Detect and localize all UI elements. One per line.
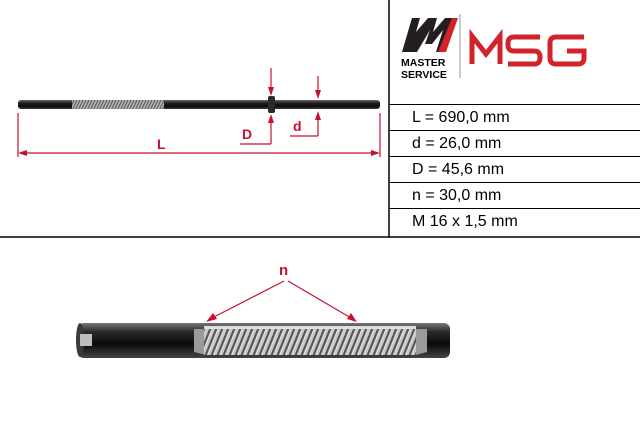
spec-row-d: d = 26,0 mm: [390, 131, 640, 157]
msg-wordmark-icon: [469, 28, 587, 67]
master-service-logo-icon: [402, 18, 458, 52]
label-L: L: [157, 136, 166, 152]
spec-table: L = 690,0 mm d = 26,0 mm D = 45,6 mm n =…: [390, 104, 640, 235]
spec-row-L: L = 690,0 mm: [390, 105, 640, 131]
pointer-n: [206, 280, 357, 322]
dimension-D: [240, 68, 274, 145]
spec-row-thread: M 16 x 1,5 mm: [412, 213, 518, 230]
rack-rod-overview: [18, 96, 380, 113]
label-D: D: [242, 126, 252, 142]
brand-line-1: MASTER: [401, 57, 446, 69]
dimension-d: [290, 76, 321, 137]
rack-rod-detail: [76, 323, 450, 358]
brand-line-2: SERVICE: [401, 69, 447, 81]
spec-row-n: n = 30,0 mm: [390, 183, 640, 209]
label-d: d: [293, 118, 302, 134]
label-n: n: [279, 262, 288, 279]
rod-collar: [268, 96, 275, 113]
dimension-L: [17, 113, 381, 157]
brand-text: MASTER SERVICE: [401, 57, 447, 81]
spec-row-D: D = 45,6 mm: [390, 157, 640, 183]
